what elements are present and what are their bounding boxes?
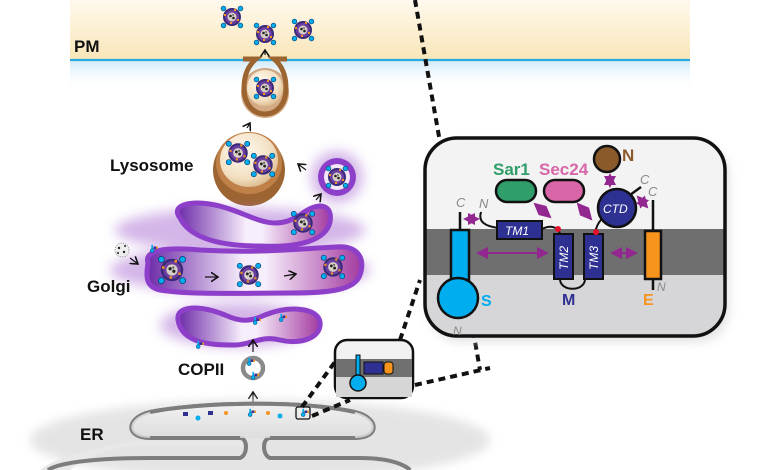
tm2-site: [555, 226, 561, 232]
incoming-particle: [114, 242, 130, 258]
s-n-terminus: N: [453, 324, 462, 338]
endoplasmic-reticulum: [30, 400, 490, 470]
s-protein: C N S: [436, 195, 492, 338]
label-golgi: Golgi: [87, 277, 130, 296]
detail-inset: C N S N TM1 TM2 TM3 CTD C M: [423, 136, 729, 342]
entry-arrow: [130, 258, 138, 264]
lysosome-cargo: [250, 152, 276, 178]
m-c-terminus: C: [640, 172, 650, 187]
tm1-label: TM1: [505, 224, 529, 238]
pm-glow: [70, 61, 690, 91]
endosome-to-lysosome-arrow: [298, 164, 306, 170]
golgi-cargo: [290, 210, 316, 236]
secreted-cargo: [253, 22, 277, 46]
secreted-cargo: [220, 5, 244, 29]
extracellular-space: [70, 0, 690, 60]
m-protein: N TM1 TM2 TM3 CTD C M: [479, 172, 650, 309]
sar1-tm-interaction: [533, 202, 552, 219]
label-pm: PM: [74, 37, 100, 56]
sec24: Sec24: [539, 160, 589, 204]
golgi-derived-vesicle: [318, 158, 356, 196]
golgi-transit-arrow: [283, 274, 296, 276]
e-c-terminus: C: [648, 184, 658, 199]
tm3-label: TM3: [587, 246, 601, 270]
secretory-vesicle: [241, 56, 289, 118]
s-c-terminus: C: [456, 195, 466, 210]
golgi-cisterna-trans: [175, 200, 333, 249]
vesicle-cargo: [253, 76, 277, 100]
sec24-tm-interaction: [576, 202, 593, 221]
lysosome: [213, 132, 285, 206]
secreted-cargo: [291, 18, 315, 42]
e-n-terminus: N: [657, 280, 666, 294]
inset-membrane: [426, 229, 724, 275]
er-m-protein: [183, 412, 188, 416]
golgi-cargo: [236, 262, 262, 288]
label-copii: COPII: [178, 360, 224, 379]
golgi-cargo: [320, 254, 346, 280]
er-s-protein: [277, 413, 283, 419]
label-er: ER: [80, 425, 104, 444]
label-lysosome: Lysosome: [110, 156, 193, 175]
er-m-protein: [208, 411, 213, 415]
label-n-partner: N: [622, 146, 634, 165]
lysosome-cargo: [225, 140, 251, 166]
tm2-label: TM2: [557, 246, 571, 270]
ctd-e-interaction: [635, 195, 650, 209]
interaction-arrows: [463, 173, 650, 259]
plasma-membrane: PM: [70, 0, 690, 91]
label-sec24: Sec24: [539, 160, 589, 179]
small-inset: [333, 338, 415, 400]
tm3-site: [593, 229, 599, 235]
label-s: S: [481, 293, 492, 310]
er-e-protein: [266, 411, 270, 415]
label-e: E: [643, 292, 654, 309]
label-sar1: Sar1: [493, 160, 530, 179]
inset-lumen: [426, 275, 724, 335]
vesicle-cargo: [325, 165, 349, 189]
copii-vesicle: [240, 355, 266, 381]
golgi-to-vesicle-arrow: [316, 194, 321, 200]
m-n-terminus: N: [479, 196, 489, 211]
lysosome-to-vesicle-arrow: [247, 123, 250, 128]
zoom-lines-2: [414, 366, 491, 387]
e-protein: C N E: [643, 184, 666, 309]
ctd-label: CTD: [603, 202, 628, 216]
er-s-protein: [195, 415, 201, 421]
label-m: M: [562, 292, 575, 309]
golgi-cargo: [158, 256, 186, 284]
sar1: Sar1: [493, 160, 538, 204]
n-terminal-partner: N: [592, 144, 634, 174]
er-e-protein: [224, 411, 228, 415]
